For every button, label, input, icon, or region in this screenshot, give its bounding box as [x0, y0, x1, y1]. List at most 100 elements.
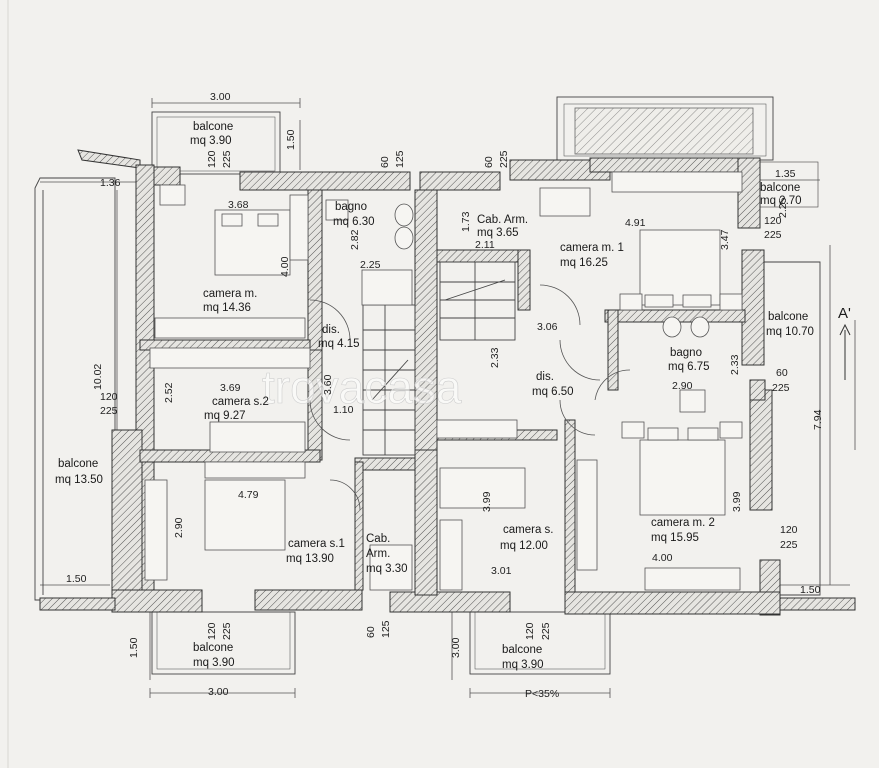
dimension-label: 120: [764, 215, 782, 227]
dimension-label: 2.33: [489, 347, 501, 368]
dimension-label: 1.35: [775, 168, 796, 180]
dimension-label: 3.68: [228, 199, 249, 211]
room-name: dis.: [536, 371, 554, 383]
room-name: dis.: [322, 324, 340, 336]
room-area: mq 10.70: [766, 326, 814, 338]
dimension-label: 2.90: [672, 380, 693, 392]
section-arrow: [839, 323, 851, 380]
room-name: balcone: [58, 458, 98, 470]
room-area: mq 9.27: [204, 410, 246, 422]
door-swings: [309, 284, 631, 511]
dimension-label: 120: [206, 150, 218, 168]
dimension-label: 2.25: [777, 197, 789, 218]
dimension-label: 225: [764, 229, 782, 241]
dimension-label: 125: [380, 620, 392, 638]
room-area: mq 3.30: [366, 563, 408, 575]
room-name: balcone: [502, 644, 542, 656]
room-name: balcone: [760, 182, 800, 194]
dimension-label: 120: [100, 391, 118, 403]
dimension-label: 3.00: [450, 637, 462, 658]
dimension-label: 2.33: [729, 354, 741, 375]
room-name: camera m. 1: [560, 242, 624, 254]
room-name: camera s.1: [288, 538, 345, 550]
dimension-label: 3.47: [719, 229, 731, 250]
room-name: camera s.2: [212, 396, 269, 408]
dimension-label: 3.00: [210, 91, 231, 103]
dimension-label: 225: [540, 622, 552, 640]
room-area: mq 13.90: [286, 553, 334, 565]
dimension-label: 1.50: [800, 584, 821, 596]
dimension-label: 60: [379, 156, 391, 168]
dimension-lines: [40, 98, 856, 698]
dimension-label: 225: [498, 150, 510, 168]
dimension-label: 3.69: [220, 382, 241, 394]
dimension-label: 60: [483, 156, 495, 168]
dimension-label: 10.02: [92, 364, 104, 390]
room-area: mq 6.75: [668, 361, 710, 373]
room-name: camera m. 2: [651, 517, 715, 529]
dimension-label: 4.91: [625, 217, 646, 229]
room-name: camera s.: [503, 524, 554, 536]
dimension-label: 2.52: [163, 382, 175, 403]
room-area: mq 6.50: [532, 386, 574, 398]
room-name: Cab.: [366, 533, 390, 545]
room-area: mq 3.90: [193, 657, 235, 669]
room-area: mq 3.65: [477, 227, 519, 239]
balconies: [34, 96, 821, 675]
dimension-label: 225: [221, 150, 233, 168]
dimension-label: 120: [524, 622, 536, 640]
dimension-label: 3.99: [481, 491, 493, 512]
room-area: mq 4.15: [318, 338, 360, 350]
room-area: mq 14.36: [203, 302, 251, 314]
dimension-label: 1.50: [128, 637, 140, 658]
staircase: [362, 261, 516, 456]
dimension-label: 3.00: [208, 686, 229, 698]
room-area: mq 3.90: [190, 135, 232, 147]
room-area: mq 12.00: [500, 540, 548, 552]
dimension-label: 7.94: [812, 409, 824, 430]
room-area: mq 3.90: [502, 659, 544, 671]
dimension-labels: 3.00 1.36 3.68 2.11 4.91 1.35 120 225 2.…: [66, 91, 821, 700]
room-name: bagno: [670, 347, 702, 359]
dimension-label: 3.01: [491, 565, 512, 577]
dimension-label: 1.10: [333, 404, 354, 416]
dimension-label: 2.25: [360, 259, 381, 271]
room-area: mq 15.95: [651, 532, 699, 544]
dimension-label: 1.73: [460, 211, 472, 232]
furniture: [144, 171, 743, 591]
sloped-roof-area: [574, 107, 754, 155]
vertical-dimension-labels: 1.50 120 225 60 125 60 225 2.82 1.73 2.2…: [92, 129, 824, 658]
section-marker: A': [838, 305, 851, 322]
dimension-label: 120: [206, 622, 218, 640]
dimension-label: 225: [221, 622, 233, 640]
room-name: Arm.: [366, 548, 390, 560]
watermark: trovacasa: [262, 361, 462, 413]
room-name: balcone: [768, 311, 808, 323]
room-name: balcone: [193, 642, 233, 654]
dimension-label: 2.90: [173, 517, 185, 538]
dimension-label: 1.50: [66, 573, 87, 585]
dimension-label: 60: [365, 626, 377, 638]
dimension-label: 225: [780, 539, 798, 551]
dimension-label: 4.00: [279, 256, 291, 277]
dimension-label: 120: [780, 524, 798, 536]
dimension-label: 4.00: [652, 552, 673, 564]
dimension-label: 2.82: [349, 229, 361, 250]
dimension-label: 1.50: [285, 129, 297, 150]
room-area: mq 2.70: [760, 195, 802, 207]
room-area: mq 13.50: [55, 474, 103, 486]
room-name: bagno: [335, 201, 367, 213]
dimension-label: 3.06: [537, 321, 558, 333]
room-labels: balcone mq 3.90 bagno mq 6.30 camera m. …: [55, 121, 814, 671]
dimension-label: 225: [772, 382, 790, 394]
exterior-walls: [39, 149, 856, 616]
dimension-label: 3.60: [322, 374, 334, 395]
room-area: mq 16.25: [560, 257, 608, 269]
room-area: mq 6.30: [333, 216, 375, 228]
room-name: Cab. Arm.: [477, 214, 528, 226]
dimension-label: 1.36: [100, 177, 121, 189]
room-name: balcone: [193, 121, 233, 133]
room-name: camera m.: [203, 288, 257, 300]
dimension-label: P<35%: [525, 688, 559, 700]
